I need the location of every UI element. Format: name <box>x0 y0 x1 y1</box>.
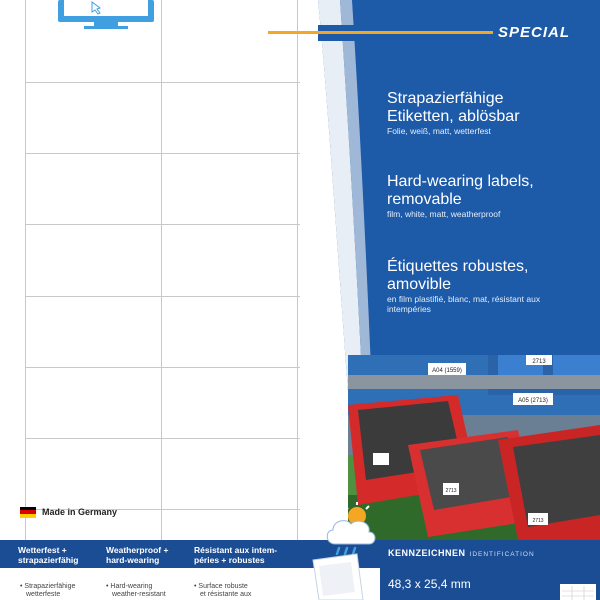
description-title-line1: Étiquettes robustes, <box>387 258 529 275</box>
feature-item: Weatherproof + hard-wearing <box>106 545 168 565</box>
made-in-label: Made in Germany <box>42 507 118 517</box>
description-fr: Étiquettes robustes, amovible en film pl… <box>387 258 540 314</box>
grid-line <box>161 0 162 540</box>
description-subtitle: Folie, weiß, matt, wetterfest <box>387 126 491 136</box>
bullet-line: et résistante aux <box>200 591 252 598</box>
weather-icon <box>312 502 376 600</box>
grid-line <box>25 0 26 540</box>
grid-line <box>25 153 350 154</box>
grid-line <box>25 438 350 439</box>
photo-label: A05 (2713) <box>518 398 548 404</box>
feature-line: strapazierfähig <box>18 555 79 565</box>
description-en: Hard-wearing labels, removable film, whi… <box>387 173 534 219</box>
category-sub: IDENTIFICATION <box>469 551 535 558</box>
grid-line <box>25 367 350 368</box>
description-title-line2: removable <box>387 191 462 208</box>
flag-germany-icon <box>20 506 36 518</box>
bullet-item: • Hard-wearing weather-resistant <box>106 583 166 599</box>
grid-line <box>25 296 350 297</box>
label-size: 48,3 x 25,4 mm <box>388 577 471 591</box>
description-title-line2: amovible <box>387 276 452 293</box>
bullet-line: • Hard-wearing <box>106 583 153 590</box>
accent-bar <box>268 31 493 34</box>
category-main: KENNZEICHNEN <box>388 548 466 558</box>
bullet-line: wetterfeste <box>26 591 61 598</box>
photo-label: 2713 <box>532 518 543 524</box>
bullet-line: • Strapazierfähige <box>20 583 76 590</box>
monitor-icon <box>58 0 154 29</box>
flag-stripe-red <box>20 510 36 514</box>
feature-line: hard-wearing <box>106 555 160 565</box>
bullet-item: • Surface robuste et résistante aux <box>194 583 251 599</box>
description-subtitle: film, white, matt, weatherproof <box>387 209 501 219</box>
product-photo: A04 (1559) A05 (2713) 2713 2713 2713 <box>348 355 600 540</box>
bullet-line: weather-resistant <box>112 591 166 598</box>
description-subtitle: en film plastifié, blanc, mat, résistant… <box>387 294 541 304</box>
description-de: Strapazierfähige Etiketten, ablösbar Fol… <box>387 90 520 136</box>
bullet-line: • Surface robuste <box>194 583 248 590</box>
storage-bins-image: A04 (1559) A05 (2713) 2713 2713 2713 <box>348 355 600 540</box>
label-sheet: Made in Germany <box>20 0 350 540</box>
feature-item: Résistant aux intem- péries + robustes <box>194 545 277 565</box>
mini-sheet-icon <box>560 584 596 600</box>
flag-stripe-black <box>20 506 36 511</box>
description-subtitle: intempéries <box>387 304 431 314</box>
feature-line: Wetterfest + <box>18 545 67 555</box>
photo-label: A04 (1559) <box>432 368 462 374</box>
description-title-line1: Hard-wearing labels, <box>387 173 534 190</box>
feature-line: Résistant aux intem- <box>194 545 278 555</box>
grid-line <box>25 224 350 225</box>
grid-line <box>25 82 350 83</box>
feature-line: Weatherproof + <box>106 545 169 555</box>
feature-item: Wetterfest + strapazierfähig <box>18 545 78 565</box>
grid-line <box>297 0 298 540</box>
description-title-line1: Strapazierfähige <box>387 90 504 107</box>
photo-label: 2713 <box>445 488 456 494</box>
photo-label: 2713 <box>532 359 546 365</box>
special-badge: SPECIAL <box>498 24 571 41</box>
feature-line: péries + robustes <box>194 555 265 565</box>
bullet-item: • Strapazierfähige wetterfeste <box>20 583 75 599</box>
flag-stripe-gold <box>20 513 36 518</box>
made-in-germany: Made in Germany <box>20 503 117 521</box>
grid-line <box>25 509 350 510</box>
description-title-line2: Etiketten, ablösbar <box>387 108 520 125</box>
